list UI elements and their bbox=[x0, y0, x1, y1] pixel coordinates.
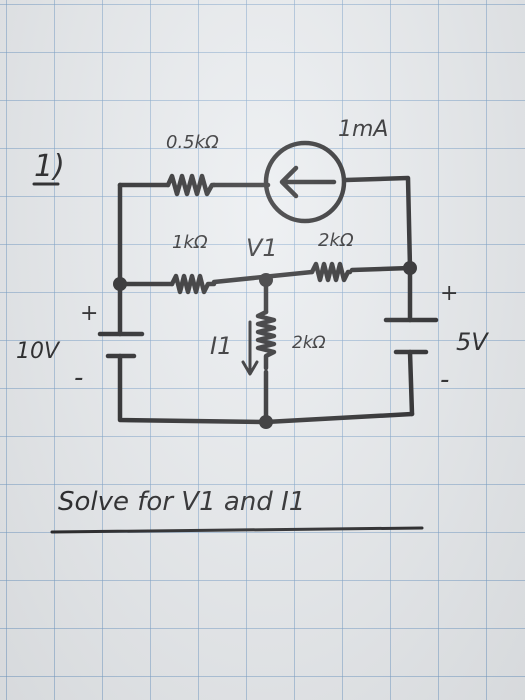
instruction-text: Solve for V1 and I1 bbox=[58, 487, 305, 517]
node-v1 bbox=[259, 273, 273, 287]
wire-right-lower bbox=[407, 349, 415, 417]
current-source-circle bbox=[263, 140, 347, 224]
resistor-middle bbox=[255, 309, 277, 371]
battery-left-plus: + bbox=[80, 301, 98, 326]
battery-right-label: 5V bbox=[456, 328, 489, 356]
resistor-middle-label: 2kΩ bbox=[292, 333, 326, 353]
battery-right-plus: + bbox=[440, 281, 458, 306]
resistor-right-label: 2kΩ bbox=[318, 230, 354, 251]
current-source-arrow-icon bbox=[279, 165, 337, 199]
battery-left-label: 10V bbox=[16, 339, 61, 364]
problem-number: 1) bbox=[34, 149, 65, 184]
node-right bbox=[403, 261, 417, 275]
wire-top-right bbox=[343, 175, 413, 271]
current-direction-arrow-icon bbox=[241, 320, 259, 376]
wire-mid-right bbox=[349, 265, 413, 273]
resistor-top bbox=[165, 173, 217, 197]
resistor-left bbox=[169, 273, 217, 295]
resistor-top-label: 0.5kΩ bbox=[166, 132, 219, 153]
wire-bottom bbox=[117, 353, 415, 425]
resistor-right bbox=[309, 261, 353, 283]
branch-current-label: I1 bbox=[210, 332, 232, 360]
node-voltage-label: V1 bbox=[246, 234, 278, 262]
battery-right-minus: - bbox=[440, 365, 449, 395]
instruction-underline bbox=[50, 526, 424, 534]
resistor-left-label: 1kΩ bbox=[172, 232, 208, 253]
battery-left-minus: - bbox=[74, 363, 83, 393]
node-left bbox=[113, 277, 127, 291]
node-bottom bbox=[259, 415, 273, 429]
current-source-label: 1mA bbox=[338, 117, 388, 142]
